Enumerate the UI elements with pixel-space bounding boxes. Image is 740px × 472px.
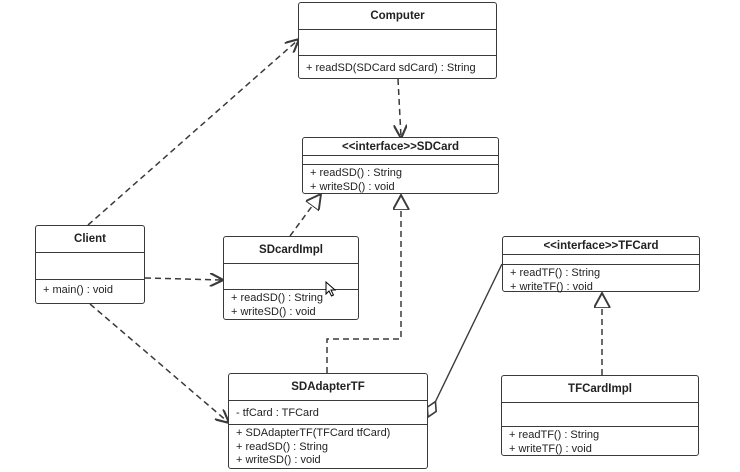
class-name: Client	[36, 226, 144, 253]
class-name: Computer	[299, 3, 496, 30]
methods-compartment: + main() : void	[36, 280, 144, 298]
class-computer[interactable]: Computer + readSD(SDCard sdCard) : Strin…	[298, 2, 497, 79]
method: + readSD() : String	[310, 167, 403, 179]
method: + readSD(SDCard sdCard) : String	[306, 62, 476, 74]
dependency-computer-sdcard[interactable]	[398, 78, 401, 137]
dependency-client-sdcardimpl[interactable]	[144, 278, 222, 280]
class-tfcardimpl[interactable]: TFCardImpl + readTF() : String + writeTF…	[501, 375, 699, 456]
methods-compartment: + readTF() : String + writeTF() : void	[502, 427, 698, 456]
method: + readSD() : String	[231, 292, 324, 304]
class-name: TFCardImpl	[502, 376, 698, 403]
method: + SDAdapterTF(TFCard tfCard)	[236, 427, 391, 439]
method: + readSD() : String	[236, 440, 329, 453]
interface-name: <<interface>>TFCard	[503, 237, 699, 255]
attributes-compartment: - tfCard : TFCard	[229, 401, 427, 425]
method: + writeTF() : void	[509, 442, 592, 455]
method: + writeSD() : void	[231, 305, 316, 318]
interface-name: <<interface>>SDCard	[303, 138, 498, 156]
method: + readTF() : String	[510, 267, 601, 279]
realization-sdcardimpl-sdcard[interactable]	[289, 194, 321, 237]
dependency-client-computer[interactable]	[87, 40, 298, 226]
attributes-compartment	[299, 30, 496, 56]
methods-compartment: + readSD() : String + writeSD() : void	[224, 290, 358, 319]
method: + readTF() : String	[509, 429, 600, 441]
dependency-client-sdadaptertf[interactable]	[89, 303, 228, 422]
method: + writeSD() : void	[310, 180, 395, 193]
methods-compartment: + readSD(SDCard sdCard) : String	[299, 56, 496, 76]
attributes-compartment	[36, 253, 144, 280]
class-sdadaptertf[interactable]: SDAdapterTF - tfCard : TFCard + SDAdapte…	[228, 373, 428, 469]
interface-tfcard[interactable]: <<interface>>TFCard + readTF() : String …	[502, 236, 700, 294]
methods-compartment: + SDAdapterTF(TFCard tfCard) + readSD() …	[229, 425, 427, 468]
class-client[interactable]: Client + main() : void	[35, 225, 145, 304]
class-name: SDAdapterTF	[229, 374, 427, 401]
methods-compartment: + readTF() : String + writeTF() : void	[503, 265, 699, 294]
attributes-compartment	[224, 264, 358, 290]
aggregation-sdadaptertf-tfcard[interactable]	[428, 263, 503, 417]
realization-sdadaptertf-sdcard[interactable]	[326, 195, 401, 373]
methods-compartment: + readSD() : String + writeSD() : void	[303, 165, 498, 194]
method: + writeTF() : void	[510, 280, 593, 293]
attribute: - tfCard : TFCard	[236, 406, 319, 419]
class-name: SDcardImpl	[224, 237, 358, 264]
attributes-compartment	[503, 255, 699, 265]
method: + writeSD() : void	[236, 454, 321, 466]
method: + main() : void	[43, 284, 113, 296]
class-sdcardimpl[interactable]: SDcardImpl + readSD() : String + writeSD…	[223, 236, 359, 320]
interface-sdcard[interactable]: <<interface>>SDCard + readSD() : String …	[302, 137, 499, 194]
attributes-compartment	[303, 156, 498, 165]
mouse-cursor-icon	[325, 281, 337, 297]
attributes-compartment	[502, 403, 698, 427]
